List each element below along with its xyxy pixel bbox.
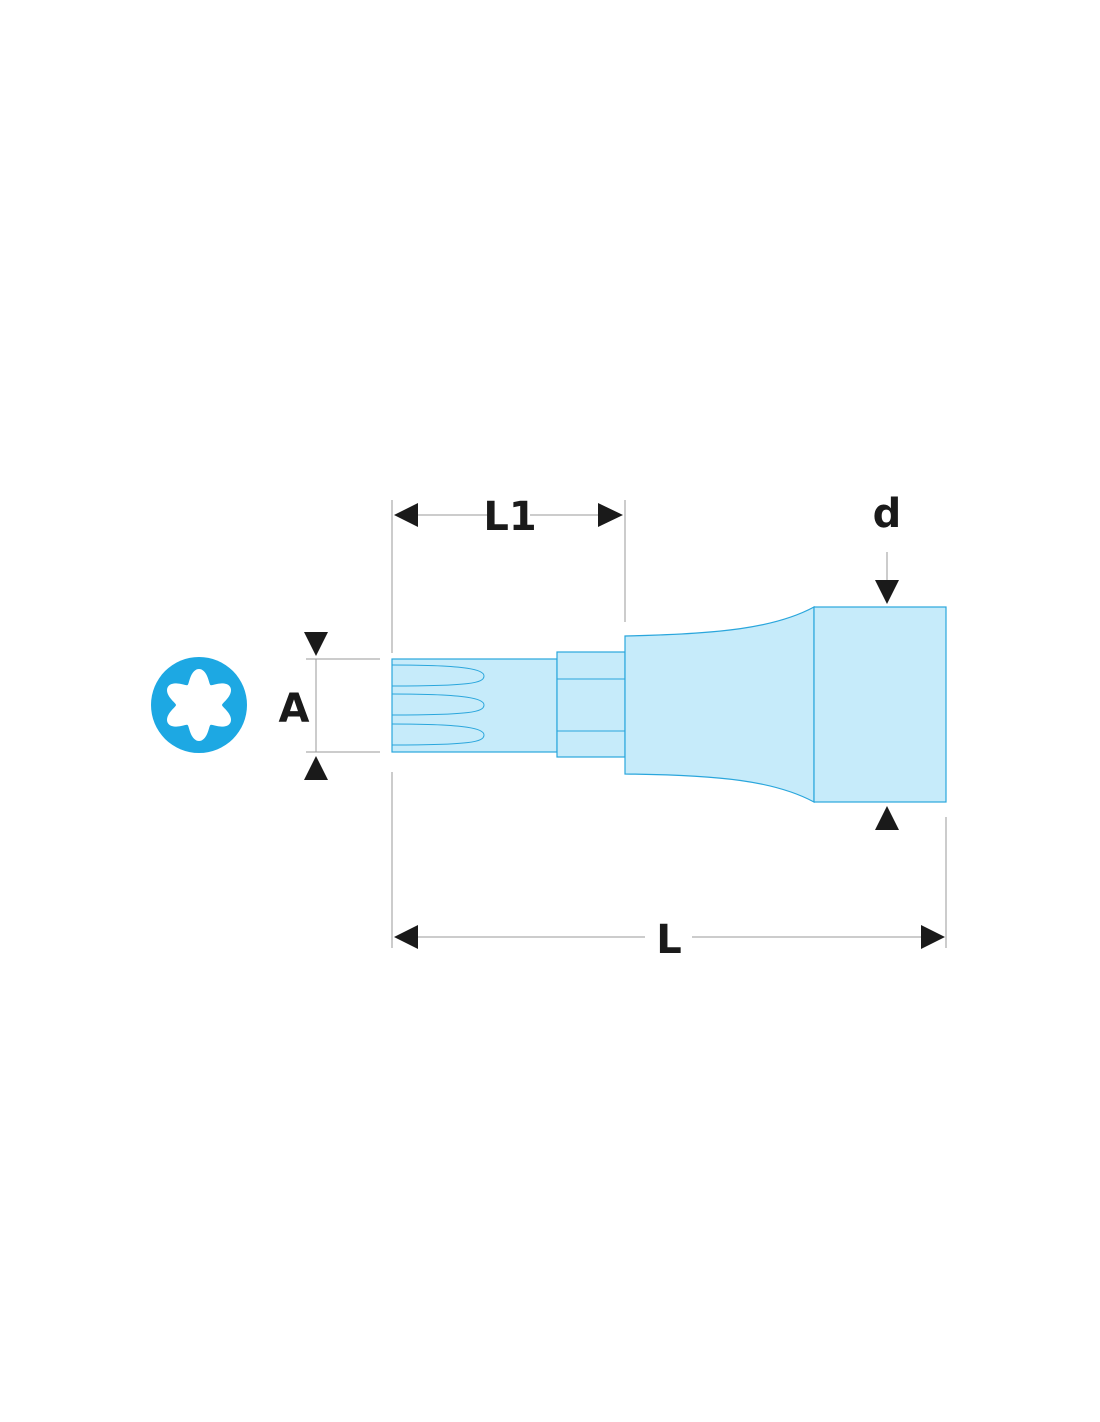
label-l: L [656, 917, 682, 963]
arrowhead-right [598, 503, 623, 527]
label-a: A [279, 686, 310, 732]
dimension-d: d [873, 491, 902, 830]
hex-collar [556, 651, 626, 758]
drive-head [813, 606, 947, 803]
arrowhead-down [304, 632, 328, 656]
tapered-neck [624, 605, 815, 804]
dimension-l1: L1 [394, 494, 623, 540]
torx-profile-icon [151, 657, 247, 753]
label-d: d [873, 491, 902, 537]
label-l1: L1 [483, 494, 536, 540]
dimension-l: L [394, 917, 945, 963]
arrowhead-left [394, 925, 418, 949]
arrowhead-left [394, 503, 418, 527]
arrowhead-up [875, 806, 899, 830]
arrowhead-up [304, 756, 328, 780]
dimension-a: A [279, 632, 328, 780]
extension-lines [306, 500, 947, 948]
torx-bit-tip [391, 658, 558, 753]
arrowhead-right [921, 925, 945, 949]
arrowhead-down [875, 580, 899, 604]
socket-bit-body [391, 605, 947, 804]
